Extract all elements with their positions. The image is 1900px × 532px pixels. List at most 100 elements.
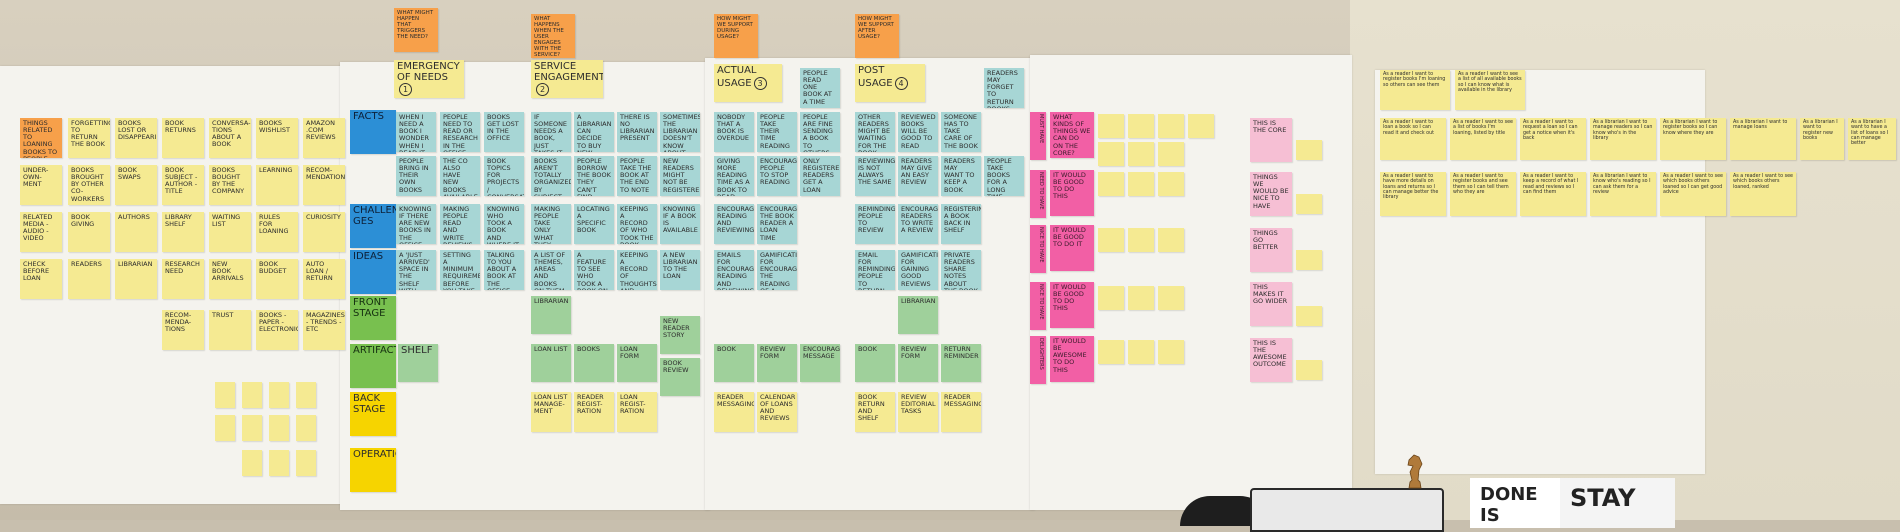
core-side-note: [1296, 250, 1322, 270]
challenge-note: Encouraging the book reader a loan time: [757, 204, 797, 244]
user-story-note: As a librarian I want to have a list of …: [1848, 118, 1896, 160]
stage-header-4: Post usage4: [855, 64, 925, 102]
note-left: Books lost or disappearing: [115, 118, 157, 158]
idea-note: Private readers share notes about the bo…: [941, 250, 981, 290]
note-left: Check before loan: [20, 259, 62, 299]
fact-note: Books aren't totally organized by subjec…: [531, 156, 571, 196]
note-left-title: Things related to loaning books to peopl…: [20, 118, 62, 158]
user-story-note: As a librarian I want to manage loans: [1730, 118, 1796, 160]
user-story-note: As a librarian I want to manage readers …: [1590, 118, 1656, 160]
small-icon-note: [242, 415, 262, 441]
priority-label: Need to have: [1030, 170, 1046, 218]
orange-question-note: What might happen that triggers the need…: [394, 8, 438, 52]
feature-note: [1158, 114, 1184, 138]
note-left: Waiting list: [209, 212, 251, 252]
challenge-note: Keeping a record of who took the book: [617, 204, 657, 244]
feature-note: [1128, 142, 1154, 166]
fact-note: People take books for a long time: [984, 156, 1024, 196]
note-left: Under-own-ment: [20, 165, 62, 205]
feature-note: [1128, 114, 1154, 138]
idea-note: Setting a minimum requirement before you…: [440, 250, 480, 290]
idea-note: A new librarian to the loan: [660, 250, 700, 290]
artifact-note: Return reminder: [941, 344, 981, 382]
note-left: Recom-mendations: [303, 165, 345, 205]
idea-note: Gamification for encouraging the reading…: [757, 250, 797, 290]
note-left: Book budget: [256, 259, 298, 299]
fact-note: People take their time reading: [757, 112, 797, 152]
user-story-note: As a reader I want to have more details …: [1380, 172, 1446, 216]
note-left: Library shelf: [162, 212, 204, 252]
user-story-note: As a reader I want to register books and…: [1450, 172, 1516, 216]
artifact-note: Review form: [757, 344, 797, 382]
challenge-note: Knowing if a book is available: [660, 204, 700, 244]
fact-note: People borrow the book they can't find: [574, 156, 614, 196]
fact-note: People need to read or research in the o…: [440, 112, 480, 152]
idea-note: Keeping a record of thoughts and reviews…: [617, 250, 657, 290]
stage-number: 4: [894, 76, 908, 90]
fact-note: People bring in their own books: [396, 156, 436, 196]
small-icon-note: [215, 382, 235, 408]
fact-note: Only registered readers get a loan: [800, 156, 840, 196]
stage-header-2: Service engagement2: [531, 60, 603, 98]
feature-note: [1128, 172, 1154, 196]
fact-note: Reviewed books will be good to read: [898, 112, 938, 152]
row-label-facts: Facts: [350, 110, 396, 154]
idea-note: Gamification for gaining good reviews: [898, 250, 938, 290]
fact-note: Nobody that a book is overdue: [714, 112, 754, 152]
stage-header-label: Emergency of needs: [397, 61, 460, 83]
priority-note: It would be good to do it: [1050, 225, 1094, 271]
orange-question-note: How might we support after usage?: [855, 14, 899, 58]
note-left: Recom-menda-tions: [162, 310, 204, 350]
idea-note: Email for reminding people to return: [855, 250, 895, 290]
feature-note: [1098, 142, 1124, 166]
note-left: Amazon .com reviews: [303, 118, 345, 158]
fact-note: New readers might not be registered: [660, 156, 700, 196]
idea-note: A 'just arrived' space in the shelf with…: [396, 250, 436, 290]
core-note: Things go better: [1250, 228, 1292, 272]
back-stage-note: Calendar of loans and reviews: [757, 392, 797, 432]
core-side-note: [1296, 140, 1322, 160]
artifact-note: Book: [855, 344, 895, 382]
user-story-note: As a librarian I want to register books …: [1660, 118, 1726, 160]
stage-number: 2: [536, 83, 549, 96]
challenge-note: Knowing if there are new books in the of…: [396, 204, 436, 244]
note-left: Book returns: [162, 118, 204, 158]
stage-header-label: Post usage: [858, 65, 893, 89]
feature-note: [1128, 340, 1154, 364]
fact-note: People are fine sending a book to others: [800, 112, 840, 152]
idea-note: A list of themes, areas and books on the…: [531, 250, 571, 290]
feature-note: [1158, 142, 1184, 166]
idea-note: Emails for encouraging reading and revie…: [714, 250, 754, 290]
note-left: Related media - audio - video: [20, 212, 62, 252]
challenge-note: Making people take only what they need: [531, 204, 571, 244]
challenge-note: Reminding people to review: [855, 204, 895, 244]
note-left: New book arrivals: [209, 259, 251, 299]
fact-note: Reviewing is not always the same: [855, 156, 895, 196]
feature-note: [1098, 228, 1124, 252]
note-left: Conversa-tions about a book: [209, 118, 251, 158]
monitor: [1250, 488, 1444, 532]
small-icon-note: [296, 382, 316, 408]
feature-note: [1158, 228, 1184, 252]
user-story-note: As a reader I want to register books I'm…: [1380, 70, 1450, 110]
fact-note: Someone has to take care of the book: [941, 112, 981, 152]
stage-header-label: Service engagement: [534, 61, 603, 83]
artifact-note: Review form: [898, 344, 938, 382]
artifact-note: Books: [574, 344, 614, 382]
fact-note: Giving more reading time as a book to re…: [714, 156, 754, 196]
fact-note: Encouraging people to stop reading: [757, 156, 797, 196]
back-stage-note: Loan regist-ration: [617, 392, 657, 432]
artifact-note: Encouraging message: [800, 344, 840, 382]
artifact-note: Loan form: [617, 344, 657, 382]
user-story-note: As a librarian I want to register new bo…: [1800, 118, 1844, 160]
fact-note: There is no librarian present: [617, 112, 657, 152]
user-story-note: As a reader I want to request a loan so …: [1520, 118, 1586, 160]
challenge-note: Making people read and write reviews: [440, 204, 480, 244]
feature-note: [1098, 114, 1124, 138]
back-stage-note: Book return and shelf: [855, 392, 895, 432]
fact-note: Other readers might be waiting for the b…: [855, 112, 895, 152]
stage-header-label: Actual usage: [717, 65, 757, 89]
core-side-note: [1296, 306, 1322, 326]
feature-note: [1128, 228, 1154, 252]
idea-note: A feature to see who took a book on G-Do…: [574, 250, 614, 290]
